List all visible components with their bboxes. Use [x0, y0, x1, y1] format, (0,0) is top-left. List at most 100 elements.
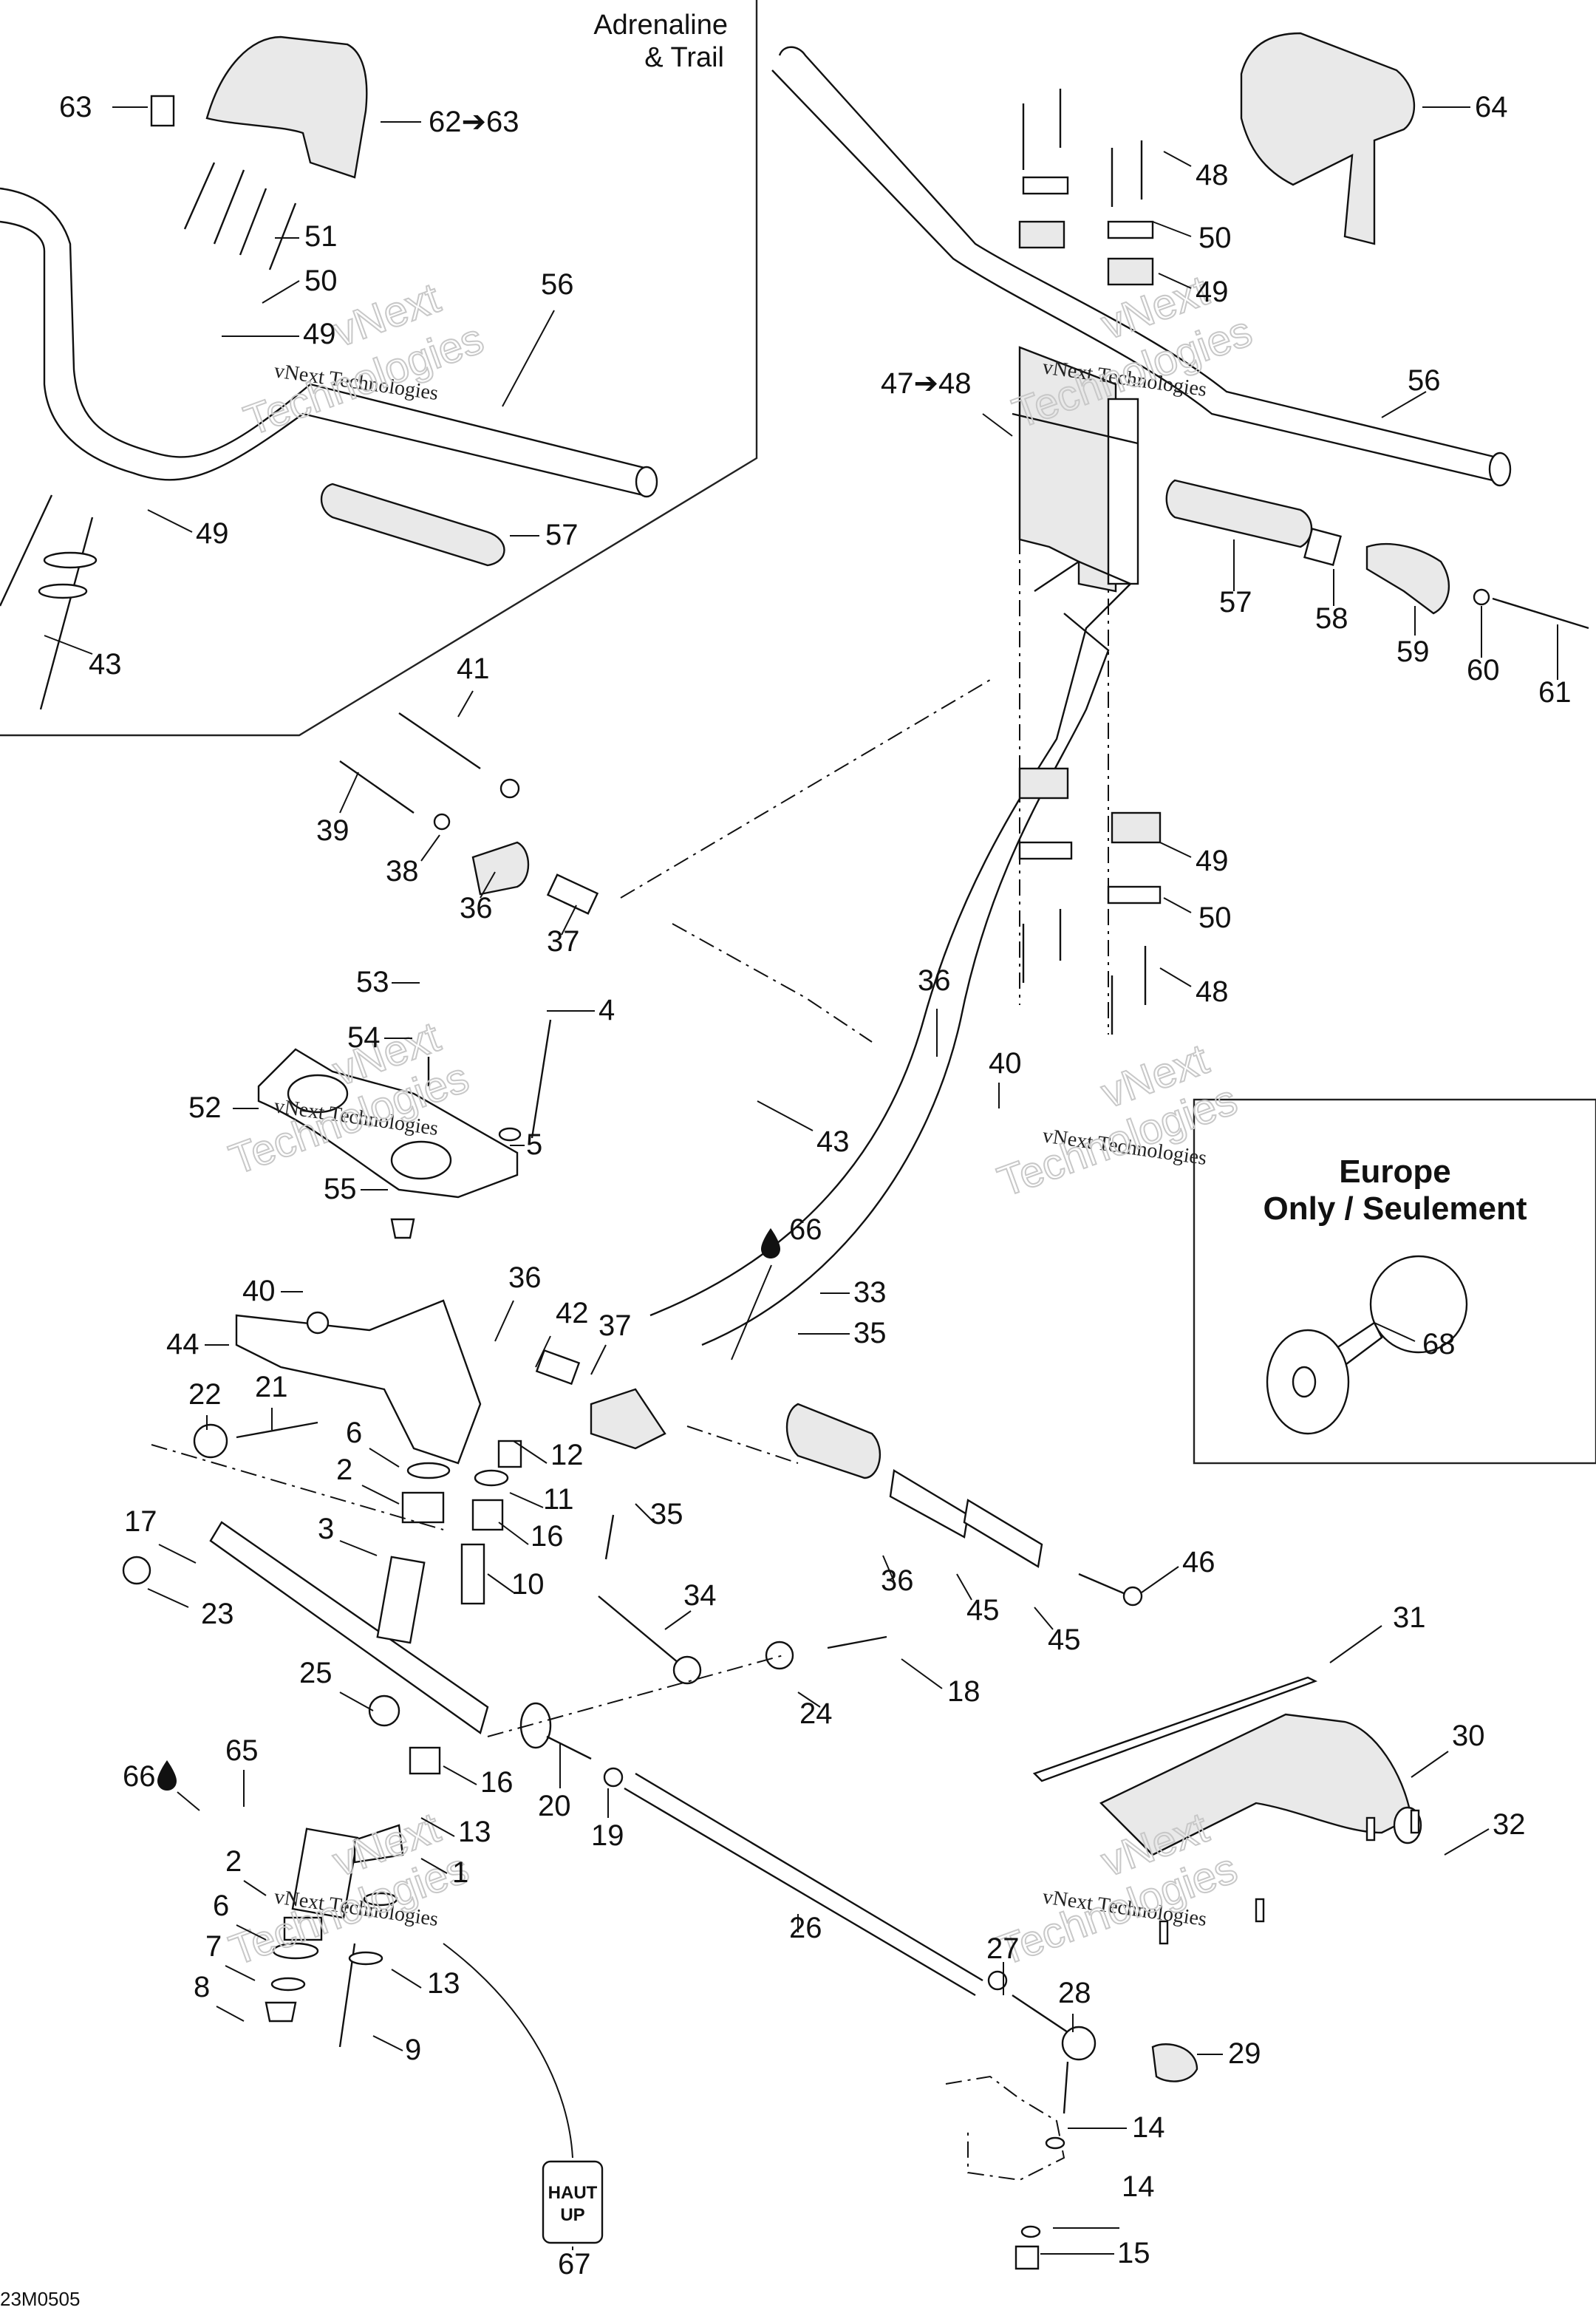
bolts-39-41-part — [339, 712, 599, 915]
callout-leader-line — [158, 1544, 197, 1564]
callout-label-2: 2 — [225, 1845, 242, 1878]
drop-icon — [761, 1228, 780, 1258]
europe-inset-frame — [1193, 1098, 1596, 1465]
callout-label-27: 27 — [986, 1932, 1020, 1965]
europe-inset-title-line2: Only / Seulement — [1264, 1190, 1527, 1227]
callout-label-25: 25 — [299, 1657, 332, 1689]
bushing-stack-parts-2-3-6-10-11-12-16 — [193, 1421, 522, 1644]
callout-label-42: 42 — [556, 1297, 589, 1329]
callout-label-14: 14 — [1132, 2111, 1165, 2144]
bar-end-parts-58-61 — [1303, 528, 1589, 630]
callout-leader-line — [1163, 151, 1192, 167]
callout-leader-line — [1411, 1751, 1449, 1778]
callout-leader-line — [513, 1440, 548, 1464]
callout-label-29: 29 — [1228, 2037, 1261, 2070]
callout-label-2: 2 — [336, 1454, 352, 1486]
europe-inset-title-line1: Europe — [1339, 1154, 1451, 1190]
inset-grip-part-57 — [320, 483, 505, 567]
callout-leader-line — [339, 771, 359, 814]
callout-leader-line — [498, 1522, 529, 1545]
callout-leader-line — [420, 1817, 455, 1837]
callout-label-49: 49 — [1196, 276, 1229, 308]
callout-leader-line — [391, 1969, 422, 1989]
callout-label-50: 50 — [304, 265, 338, 297]
adrenaline-inset-title-line2: & Trail — [644, 42, 724, 73]
inset-cover-part-62 — [205, 35, 368, 179]
callout-label-61: 61 — [1538, 676, 1572, 709]
callout-label-13: 13 — [458, 1816, 491, 1848]
callout-label-36: 36 — [918, 964, 951, 997]
callout-label-24: 24 — [799, 1697, 833, 1730]
callout-leader-line — [797, 1692, 821, 1708]
callout-label-47-48: 47➔48 — [881, 367, 972, 400]
callout-label-36: 36 — [508, 1261, 542, 1294]
callout-label-43: 43 — [816, 1125, 850, 1158]
callout-label-62-63: 62➔63 — [429, 106, 519, 138]
pad-part-64 — [1240, 32, 1416, 245]
lever-part-17 — [122, 1521, 489, 1734]
callout-leader-line — [1034, 1607, 1054, 1630]
callout-label-33: 33 — [853, 1276, 887, 1309]
column-foot-part — [535, 1349, 666, 1450]
callout-label-23: 23 — [201, 1598, 234, 1630]
callout-label-36: 36 — [460, 892, 493, 924]
callout-leader-line — [147, 1588, 189, 1608]
callout-leader-line — [236, 1924, 267, 1941]
callout-label-68: 68 — [1422, 1328, 1456, 1360]
callout-label-9: 9 — [405, 2034, 421, 2066]
callout-label-35: 35 — [853, 1317, 887, 1349]
callout-label-17: 17 — [124, 1505, 157, 1538]
callout-leader-line — [1158, 273, 1192, 289]
tie-rod-end-parts-28-29 — [945, 1995, 1198, 2270]
callout-label-37: 37 — [598, 1309, 632, 1342]
callout-leader-line — [494, 1300, 514, 1342]
callout-label-66: 66 — [123, 1760, 156, 1793]
callout-leader-line — [225, 1965, 256, 1981]
callout-label-49: 49 — [1196, 845, 1229, 877]
callout-label-59: 59 — [1396, 636, 1430, 668]
callout-label-38: 38 — [386, 855, 419, 888]
callout-label-55: 55 — [324, 1173, 357, 1205]
callout-leader-line — [731, 1264, 772, 1360]
callout-label-36: 36 — [881, 1564, 914, 1597]
callout-label-57: 57 — [545, 519, 579, 551]
clamp-parts-48-49-50-upper — [1018, 89, 1154, 286]
link-parts-36-45-46 — [785, 1403, 1143, 1607]
callout-label-56: 56 — [1408, 364, 1441, 397]
callout-label-15: 15 — [1117, 2237, 1150, 2269]
callout-label-37: 37 — [547, 925, 580, 958]
callout-label-11: 11 — [543, 1483, 574, 1516]
callout-label-5: 5 — [526, 1128, 542, 1161]
callout-label-64: 64 — [1475, 91, 1508, 123]
callout-leader-line — [561, 905, 577, 936]
callout-label-12: 12 — [550, 1439, 584, 1471]
riser-block-part-47 — [1018, 346, 1139, 593]
rod-part-26 — [519, 1702, 1008, 1997]
callout-label-3: 3 — [318, 1513, 334, 1545]
callout-label-67: 67 — [558, 2248, 591, 2280]
callout-leader-line — [956, 1573, 972, 1601]
callout-label-39: 39 — [316, 814, 349, 847]
callout-label-21: 21 — [255, 1371, 288, 1403]
callout-leader-line — [1163, 897, 1192, 913]
callout-label-60: 60 — [1467, 654, 1500, 687]
callout-label-56: 56 — [541, 268, 574, 301]
callout-label-49: 49 — [196, 517, 229, 550]
callout-leader-line — [177, 1791, 200, 1811]
callout-label-57: 57 — [1219, 586, 1252, 619]
callout-leader-line — [216, 2006, 245, 2022]
decal-line2: UP — [560, 2205, 584, 2225]
callout-label-6: 6 — [346, 1417, 362, 1449]
bracket-part-52 — [257, 1019, 552, 1239]
callout-label-66: 66 — [789, 1213, 822, 1246]
callout-label-13: 13 — [427, 1967, 460, 2000]
callout-leader-line — [901, 1658, 943, 1689]
horn-part-68 — [1266, 1255, 1468, 1435]
callout-label-28: 28 — [1058, 1977, 1091, 2009]
callout-leader-line — [509, 1492, 544, 1508]
callout-label-4: 4 — [598, 994, 615, 1026]
assembly-dash-lines — [151, 414, 1109, 1737]
callout-label-54: 54 — [347, 1021, 381, 1054]
callout-leader-line — [262, 280, 300, 304]
